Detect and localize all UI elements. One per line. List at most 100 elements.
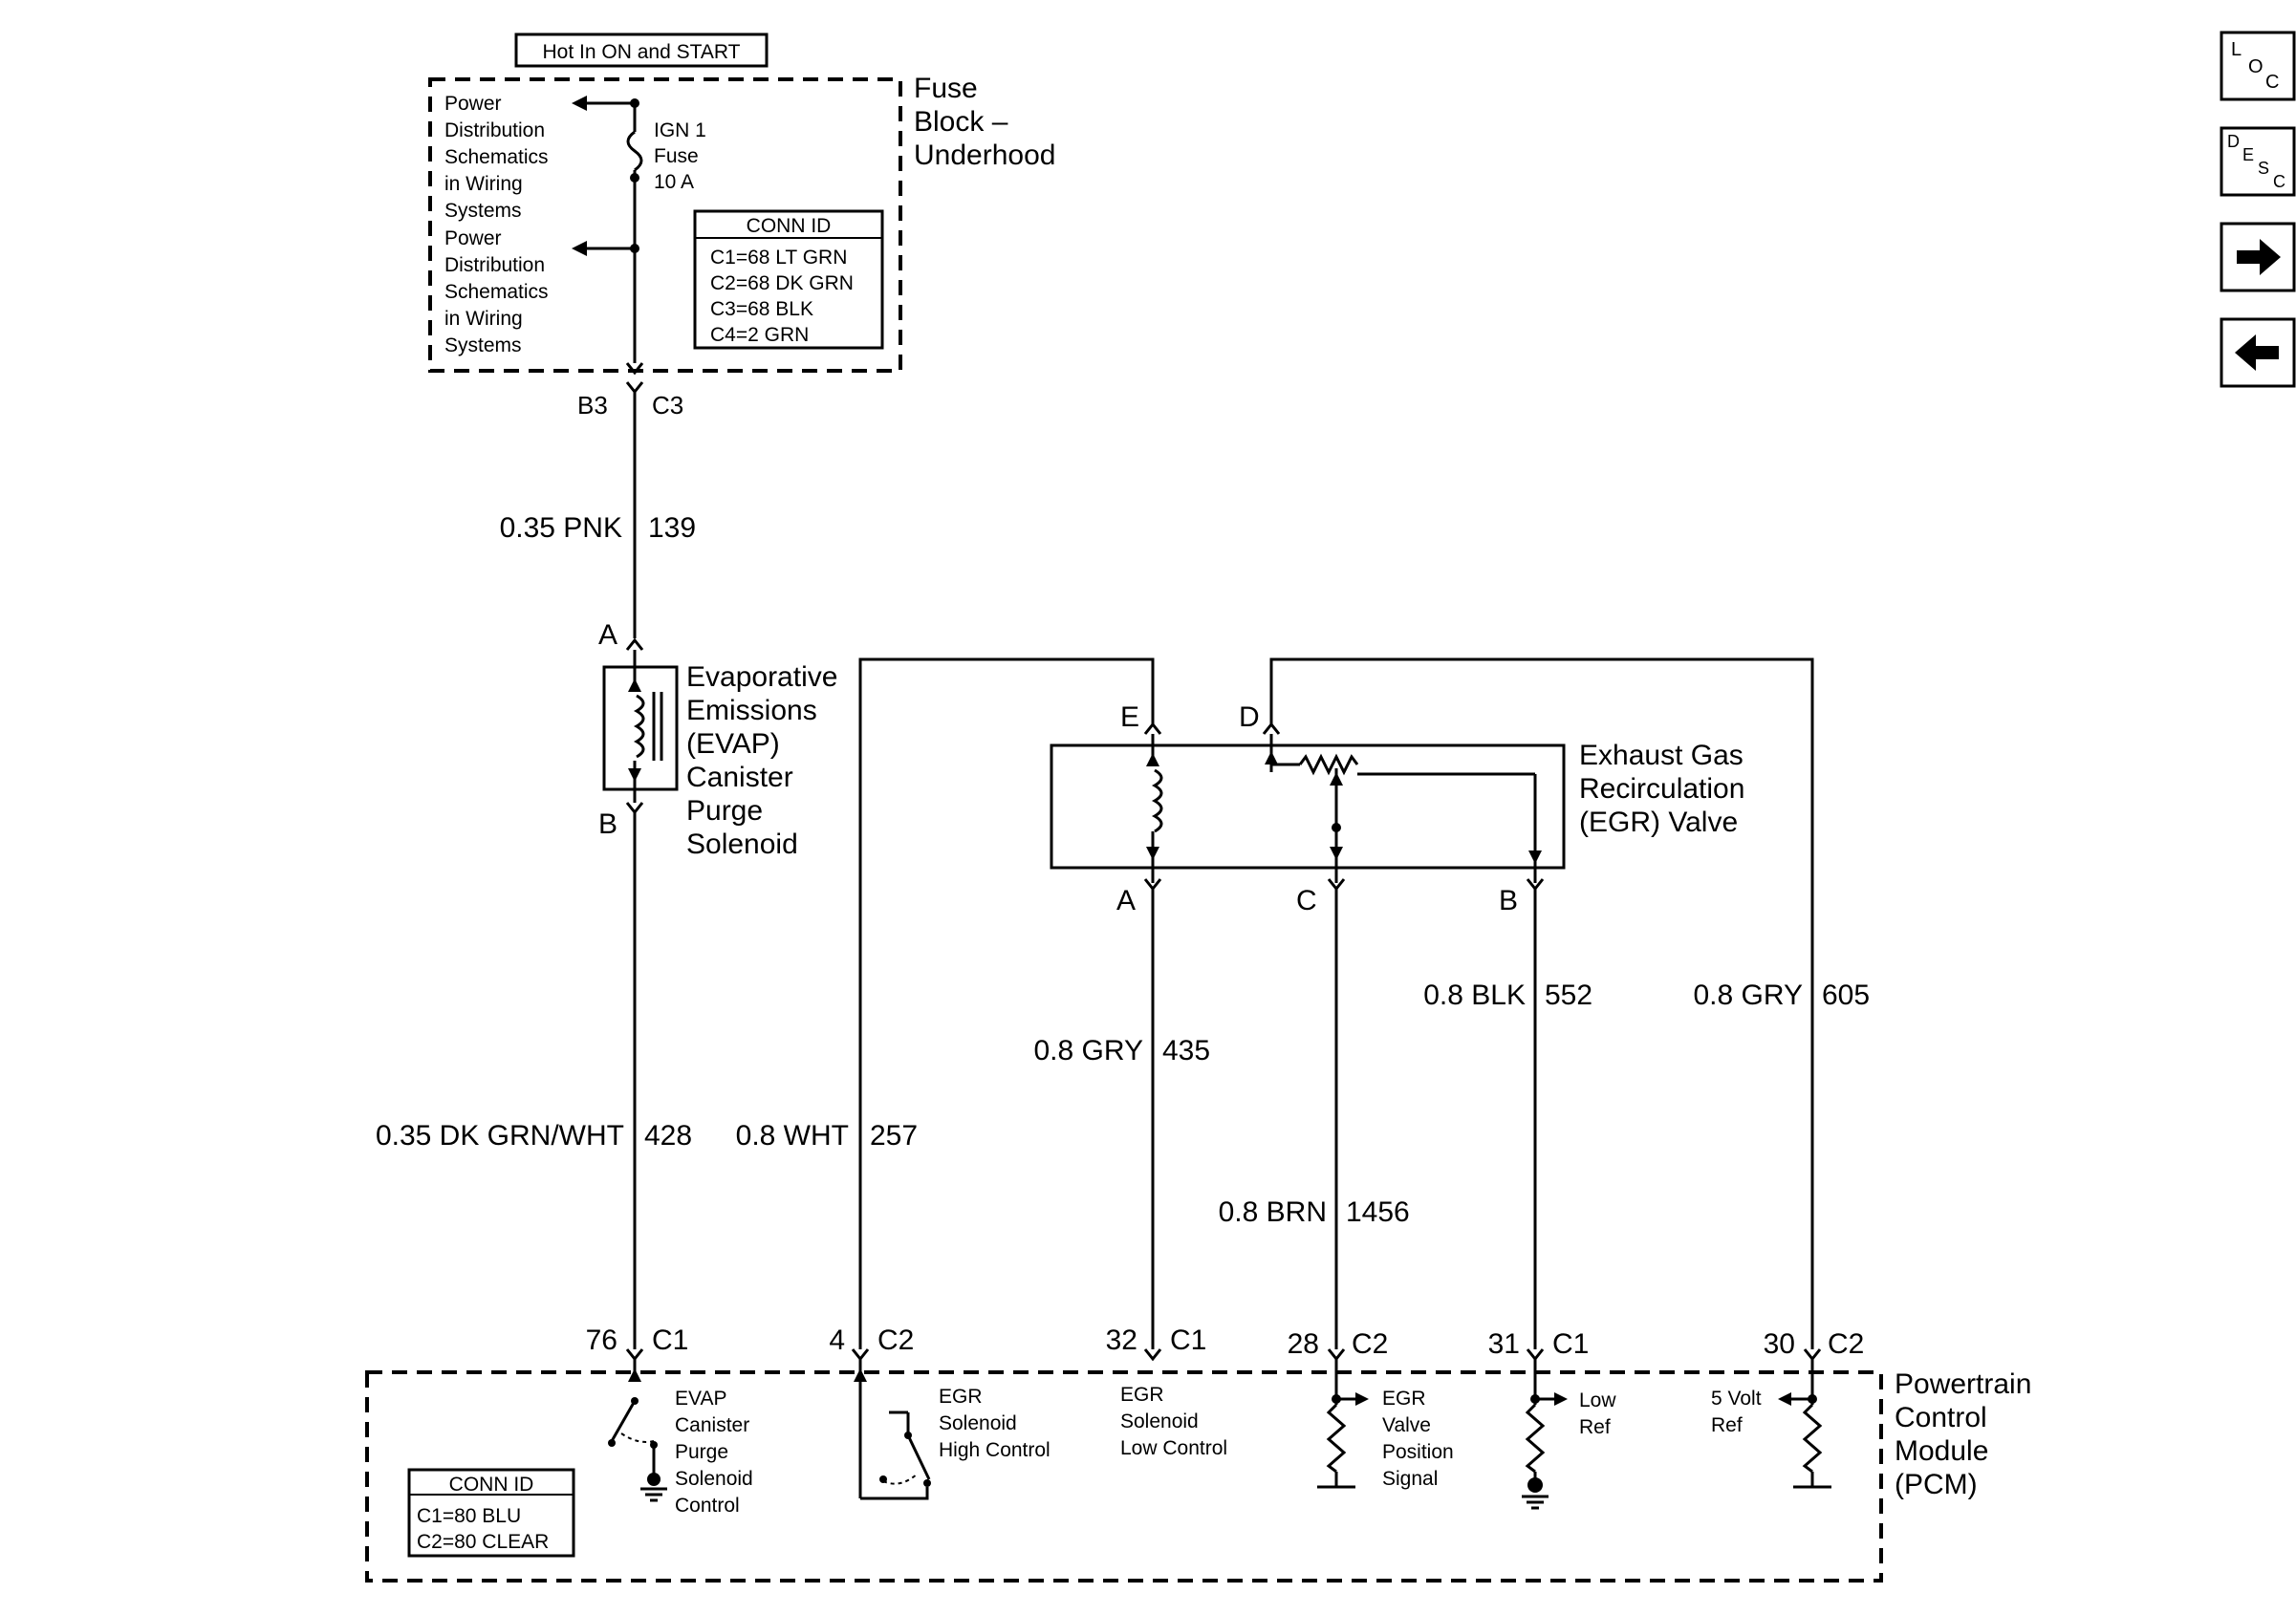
loc-letter-c: C bbox=[2265, 72, 2279, 93]
loc-button-frame[interactable] bbox=[2220, 31, 2296, 101]
evap-ctrl-line-3: Purge bbox=[675, 1441, 728, 1463]
arrow-right-icon bbox=[2237, 239, 2281, 275]
pcm-4-return bbox=[860, 1487, 929, 1500]
pcm-4-switch-blade bbox=[906, 1434, 931, 1480]
pd-bottom-line-2: Distribution bbox=[444, 254, 545, 276]
pcm-pin-num: 31 bbox=[1488, 1328, 1520, 1360]
egr-pos-line-3: Position bbox=[1382, 1441, 1454, 1463]
evap-coil-icon bbox=[633, 694, 645, 759]
five-volt-line-2: Ref bbox=[1711, 1414, 1743, 1436]
wire-605-gauge-color: 0.8 GRY bbox=[1693, 980, 1803, 1011]
fuse-block-title-3: Underhood bbox=[914, 140, 1055, 171]
pcm-30-arrow-icon bbox=[1778, 1392, 1791, 1406]
hot-in-label: Hot In ON and START bbox=[543, 41, 741, 63]
pcm-pin-conn: C2 bbox=[1828, 1328, 1864, 1360]
pd-top-line-2: Distribution bbox=[444, 119, 545, 141]
prev-button[interactable] bbox=[2220, 317, 2296, 388]
pcm-connector-31 bbox=[1526, 1348, 1545, 1362]
egr-pin-d: D bbox=[1239, 701, 1260, 733]
pcm-76-switch-blade bbox=[610, 1400, 637, 1442]
fuse-out-connector-female bbox=[625, 362, 644, 376]
fuse-conn-id-row: C4=2 GRN bbox=[710, 324, 809, 346]
pcm-pin-conn: C1 bbox=[1552, 1328, 1589, 1360]
pcm-76-ground-dot bbox=[647, 1473, 661, 1486]
desc-letter-d: D bbox=[2227, 132, 2240, 151]
pd-top-line-3: Schematics bbox=[444, 146, 549, 168]
pd-bottom-arrow-icon bbox=[572, 241, 587, 256]
pcm-connector-76 bbox=[625, 1348, 644, 1362]
pcm-connector-28 bbox=[1327, 1348, 1346, 1362]
low-ref-line-1: Low bbox=[1579, 1389, 1616, 1411]
evap-ctrl-line-5: Control bbox=[675, 1495, 740, 1517]
evap-title-1: Evaporative bbox=[686, 661, 837, 693]
wire-435: 0.8 GRY 435 bbox=[1033, 889, 1210, 1349]
pcm-conn-id-row: C1=80 BLU bbox=[417, 1505, 521, 1527]
pcm: 76 C1 4 C2 32 C1 28 C2 31 C1 30 C2 Power… bbox=[365, 1324, 2031, 1583]
pd-top-line-5: Systems bbox=[444, 200, 522, 222]
pcm-conn-id-row: C2=80 CLEAR bbox=[417, 1531, 549, 1553]
pcm-pin-num: 32 bbox=[1106, 1324, 1137, 1356]
egr-pin-e: E bbox=[1120, 701, 1139, 733]
evap-solenoid: A B Evaporative Emissions (EVAP) Caniste… bbox=[598, 619, 837, 860]
evap-connector-b bbox=[625, 802, 644, 815]
pcm-28-resistor-icon bbox=[1326, 1403, 1347, 1474]
five-volt-line-1: 5 Volt bbox=[1711, 1388, 1762, 1410]
pd-bottom-line-3: Schematics bbox=[444, 281, 549, 303]
egr-pot-arrow-d-icon bbox=[1265, 751, 1278, 764]
pcm-30-resistor-icon bbox=[1802, 1403, 1823, 1474]
egr-body bbox=[1050, 743, 1566, 870]
pcm-pin-conn: C1 bbox=[1170, 1324, 1206, 1356]
pd-bottom-line-1: Power bbox=[444, 227, 502, 249]
fuse-conn-id-header: CONN ID bbox=[747, 215, 832, 237]
pcm-title-1: Powertrain bbox=[1895, 1368, 2031, 1400]
fuse-bottom-splice bbox=[630, 173, 639, 183]
pcm-connector-4 bbox=[851, 1348, 870, 1362]
desc-letter-s: S bbox=[2258, 159, 2269, 178]
fuse-label-3: 10 A bbox=[654, 171, 694, 193]
wire-257-line bbox=[858, 657, 1155, 1349]
wire-257-gauge-color: 0.8 WHT bbox=[736, 1120, 849, 1152]
next-button[interactable] bbox=[2220, 222, 2296, 292]
fuse-symbol bbox=[626, 130, 643, 172]
egr-pos-line-1: EGR bbox=[1382, 1388, 1426, 1410]
pcm-pin-num: 28 bbox=[1288, 1328, 1319, 1360]
fuse-block: Hot In ON and START Fuse Block – Underho… bbox=[428, 32, 1055, 420]
fuse-conn-id-row: C2=68 DK GRN bbox=[710, 272, 854, 294]
low-ref-line-2: Ref bbox=[1579, 1416, 1611, 1438]
egr-high-line-2: Solenoid bbox=[939, 1412, 1017, 1434]
wire-1456-circuit: 1456 bbox=[1346, 1196, 1410, 1228]
evap-title-2: Emissions bbox=[686, 695, 817, 726]
desc-letter-c: C bbox=[2273, 172, 2285, 191]
pcm-76-switch-pivot bbox=[608, 1439, 616, 1447]
pcm-4-switch-actuator bbox=[882, 1473, 919, 1485]
loc-button[interactable]: L O C bbox=[2220, 31, 2296, 101]
wire-139: 0.35 PNK 139 bbox=[500, 392, 696, 638]
pcm-76-arrow-icon bbox=[628, 1368, 641, 1382]
evap-title-6: Solenoid bbox=[686, 829, 798, 860]
pd-bottom-line-4: in Wiring bbox=[444, 308, 523, 330]
fuse-block-boundary bbox=[428, 77, 902, 373]
next-button-frame[interactable] bbox=[2220, 222, 2296, 292]
evap-ctrl-line-1: EVAP bbox=[675, 1388, 726, 1410]
wire-552-gauge-color: 0.8 BLK bbox=[1423, 980, 1526, 1011]
egr-pot-arrow-b-icon bbox=[1528, 851, 1542, 864]
desc-button[interactable]: D E S C bbox=[2220, 126, 2296, 197]
egr-low-line-3: Low Control bbox=[1120, 1437, 1227, 1459]
evap-pin-b: B bbox=[598, 808, 617, 840]
wire-257: 0.8 WHT 257 bbox=[736, 657, 1155, 1349]
fuse-out-connector-male bbox=[625, 381, 644, 395]
evap-title-5: Purge bbox=[686, 795, 763, 827]
evap-title-4: Canister bbox=[686, 762, 793, 793]
egr-high-line-1: EGR bbox=[939, 1386, 983, 1408]
pd-top-line-1: Power bbox=[444, 93, 502, 115]
egr-pin-c: C bbox=[1296, 885, 1317, 916]
pcm-pin-conn: C1 bbox=[652, 1324, 688, 1356]
egr-pin-b: B bbox=[1499, 885, 1518, 916]
evap-ctrl-line-4: Solenoid bbox=[675, 1468, 753, 1490]
egr-low-line-2: Solenoid bbox=[1120, 1410, 1199, 1432]
evap-ctrl-line-2: Canister bbox=[675, 1414, 749, 1436]
pcm-pin-num: 76 bbox=[586, 1324, 617, 1356]
pd-bottom-line-5: Systems bbox=[444, 334, 522, 356]
egr-low-line-1: EGR bbox=[1120, 1384, 1164, 1406]
desc-button-frame[interactable] bbox=[2220, 126, 2296, 197]
